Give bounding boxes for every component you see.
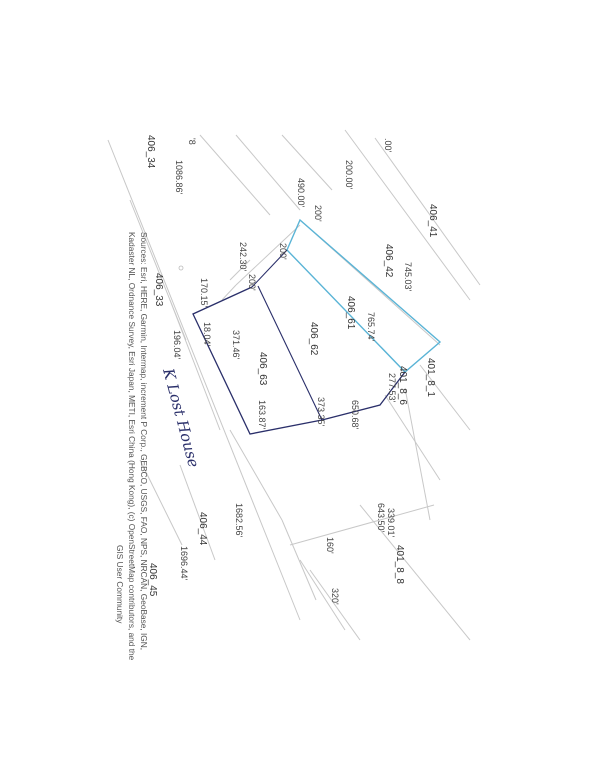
dim-200-a: 200' [313, 205, 323, 222]
dim-643-50: 643.50' [376, 503, 386, 533]
parcel-id-406-34: 406_34 [145, 135, 156, 169]
dim-1086-86: 1086.86' [174, 160, 184, 195]
handwritten-note: K Lost House [159, 365, 203, 469]
parcel-id-406-33: 406_33 [153, 273, 164, 307]
dim-top-00: .00' [383, 138, 393, 153]
dim-18-04: 18.04' [202, 322, 212, 347]
parcel-id-406-61: 406_61 [345, 296, 356, 330]
dim-765-74: 765.74' [366, 312, 376, 342]
dim-200-00: 200.00' [344, 160, 354, 190]
parcel-id-406-62: 406_62 [308, 322, 319, 356]
dim-edge-8: '8 [187, 138, 197, 145]
attribution-line-3: GIS User Community [115, 545, 125, 624]
parcel-boundaries [107, 129, 481, 641]
drawn-interior-line-2 [251, 249, 288, 288]
dim-650-68: 650.68' [350, 400, 360, 430]
attribution-line-2: Kadaster NL, Ordnance Survey, Esri Japan… [127, 232, 137, 661]
dim-277-53: 277.53' [387, 373, 397, 403]
dim-371-46: 371.46' [231, 330, 241, 360]
parcel-id-406-41: 406_41 [427, 204, 438, 238]
drawn-parcel-outline[interactable] [192, 286, 406, 435]
dim-163-87: 163.87' [257, 400, 267, 430]
dim-200-c: 200' [247, 274, 257, 291]
dim-1696-44: 1696.44' [179, 546, 189, 581]
dim-242-30: 242.30' [238, 242, 248, 272]
parcel-id-406-63: 406_63 [257, 352, 268, 386]
dim-320: 320' [330, 588, 340, 605]
map-attribution: Sources: Esri, HERE, Garmin, Intermap, i… [115, 232, 149, 661]
dim-490-00: 490.00' [296, 178, 306, 208]
parcel-id-406-42: 406_42 [383, 244, 394, 278]
dim-1682-56: 1682.56' [234, 503, 244, 538]
parcel-labels: 406_41 406_42 406_61 406_62 406_63 406_3… [145, 135, 438, 597]
parcel-id-401-8-1: 401_8_1 [425, 358, 436, 397]
dim-373-35: 373.35' [316, 397, 326, 427]
dim-160: 160' [325, 537, 335, 554]
dim-200-b: 200' [278, 243, 288, 260]
dim-170-15: 170.15' [199, 278, 209, 308]
dim-339-01: 339.01' [386, 508, 396, 538]
drawn-interior-line [257, 285, 323, 421]
attribution-line-1: Sources: Esri, HERE, Garmin, Intermap, i… [139, 232, 149, 650]
dimension-labels: .00' 200.00' 490.00' 1086.86' 200' 200' … [172, 138, 413, 605]
parcel-id-401-8-6: 401_8_6 [397, 366, 408, 405]
survey-mark [178, 265, 184, 271]
parcel-id-406-44: 406_44 [197, 512, 208, 546]
parcel-id-401-8-8: 401_8_8 [394, 545, 405, 584]
dim-745-03: 745.03' [403, 262, 413, 292]
parcel-id-406-45: 406_45 [147, 563, 158, 597]
dim-196-04: 196.04' [172, 330, 182, 360]
